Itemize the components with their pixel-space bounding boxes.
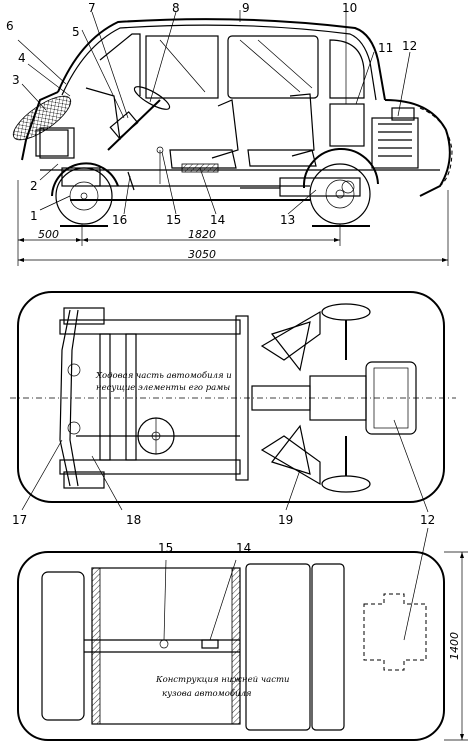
chassis-caption-line1: Ходовая часть автомобиля и [95, 370, 232, 381]
callout-6: 6 [6, 19, 14, 33]
callout-16: 16 [112, 213, 127, 227]
callout-18: 18 [126, 513, 141, 527]
callout-12-mid: 12 [420, 513, 435, 527]
callout-15-bottom: 15 [158, 541, 173, 555]
side-view: 6 4 3 5 7 8 9 10 11 12 2 1 16 15 14 13 5… [6, 1, 453, 266]
chassis-plan-view: Ходовая часть автомобиля и несущие элеме… [10, 291, 456, 527]
callout-1: 1 [30, 209, 38, 223]
callout-12-top: 12 [402, 39, 417, 53]
body-floor-view: 15 14 Конструкция нижней части кузова ав… [17, 527, 468, 741]
dim-front-overhang: 500 [38, 228, 59, 241]
callout-14-side: 14 [210, 213, 225, 227]
dim-overall-length: 3050 [188, 248, 216, 261]
body-caption-line1: Конструкция нижней части [155, 675, 290, 685]
callout-5: 5 [72, 25, 80, 39]
callout-10: 10 [342, 1, 357, 15]
callout-3: 3 [12, 73, 20, 87]
chassis-caption-line2: несущие элементы его рамы [96, 383, 230, 393]
callout-7: 7 [88, 1, 96, 15]
body-caption-line2: кузова автомобиля [162, 688, 252, 699]
dim-overall-width: 1400 [448, 632, 461, 660]
callout-2: 2 [30, 179, 38, 193]
callout-8: 8 [172, 1, 180, 15]
callout-9: 9 [242, 1, 250, 15]
callout-14-bottom: 14 [236, 541, 251, 555]
callout-15-side: 15 [166, 213, 181, 227]
dim-wheelbase: 1820 [188, 228, 216, 241]
callout-17: 17 [12, 513, 27, 527]
callout-11: 11 [378, 41, 393, 55]
callout-13: 13 [280, 213, 295, 227]
callout-4: 4 [18, 51, 26, 65]
callout-19: 19 [278, 513, 293, 527]
